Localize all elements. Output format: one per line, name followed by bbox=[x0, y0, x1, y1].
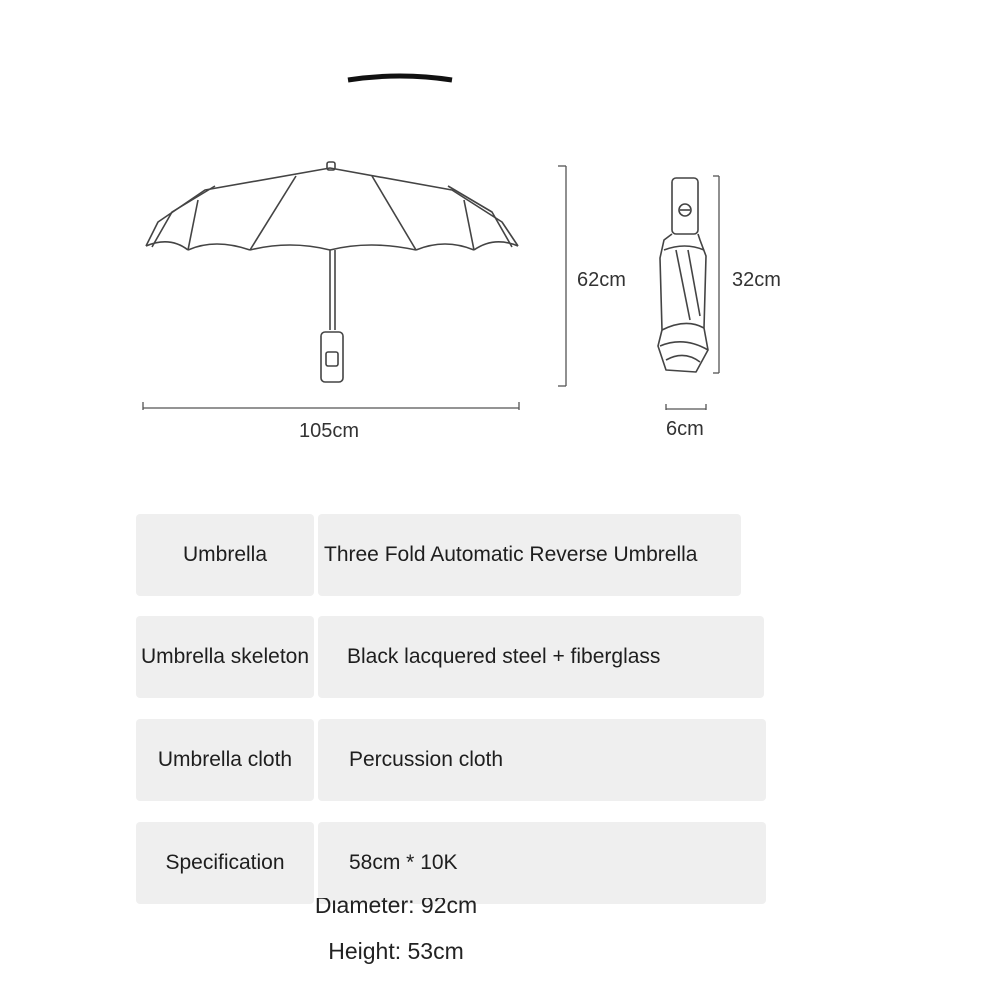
diameter-caption: Diameter: 92cm bbox=[0, 898, 792, 920]
top-bar-decoration bbox=[347, 73, 453, 83]
folded-height-label: 32cm bbox=[732, 269, 781, 291]
width-dimension-line bbox=[142, 402, 520, 410]
spec-label: Specification bbox=[136, 822, 314, 904]
folded-width-label: 6cm bbox=[666, 418, 704, 440]
umbrella-dimension-diagram bbox=[142, 73, 720, 410]
open-width-label: 105cm bbox=[299, 420, 360, 442]
open-height-label: 62cm bbox=[577, 269, 626, 291]
spec-value: Three Fold Automatic Reverse Umbrella bbox=[318, 514, 741, 596]
spec-label: Umbrella skeleton bbox=[136, 616, 314, 698]
spec-row-cloth: Umbrella cloth Percussion cloth bbox=[136, 719, 766, 801]
spec-label: Umbrella bbox=[136, 514, 314, 596]
spec-value: Percussion cloth bbox=[318, 719, 766, 801]
spec-row-skeleton: Umbrella skeleton Black lacquered steel … bbox=[136, 616, 764, 698]
folded-width-dimension-line bbox=[665, 404, 707, 410]
spec-value: Black lacquered steel + fiberglass bbox=[318, 616, 764, 698]
height-caption: Height: 53cm bbox=[328, 938, 464, 964]
open-umbrella-icon bbox=[145, 161, 519, 383]
height-dimension-line bbox=[558, 165, 567, 387]
spec-row-specification: Specification 58cm * 10K bbox=[136, 822, 766, 904]
folded-umbrella-icon bbox=[657, 177, 709, 373]
folded-height-dimension-line bbox=[713, 175, 720, 374]
spec-label: Umbrella cloth bbox=[136, 719, 314, 801]
diameter-caption-text: Diameter: 92cm bbox=[314, 898, 478, 918]
spec-value: 58cm * 10K bbox=[318, 822, 766, 904]
spec-row-umbrella: Umbrella Three Fold Automatic Reverse Um… bbox=[136, 514, 741, 596]
